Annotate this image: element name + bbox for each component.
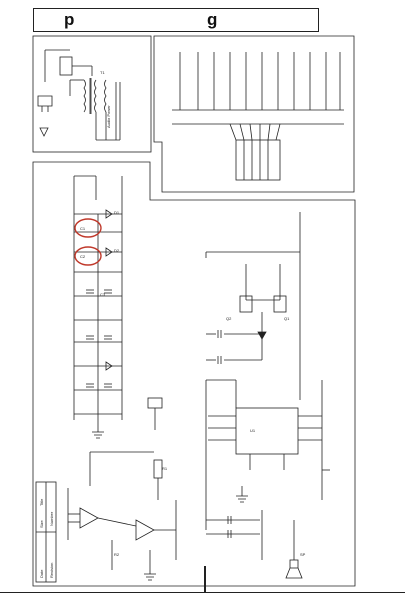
label-revision: Revision — [49, 563, 54, 578]
highlight-circle-c1 — [74, 218, 102, 238]
label-t1: T1 — [100, 70, 105, 75]
header-box: p g — [33, 8, 319, 32]
bottom-rule — [0, 592, 405, 593]
label-u1: U1 — [250, 428, 256, 433]
transformer-panel — [32, 35, 152, 153]
main-board-outline — [32, 161, 356, 587]
opamp-2-symbol — [135, 519, 155, 541]
opamp-1-symbol — [79, 507, 99, 529]
amplifier-ic — [235, 407, 299, 455]
ac-plug-icon — [37, 95, 53, 112]
connector-panel — [153, 35, 355, 193]
transformer-symbol — [83, 78, 107, 114]
label-c1: C1 — [80, 226, 86, 231]
bottom-tick-mark — [204, 566, 206, 592]
highlight-circle-c2 — [74, 246, 102, 266]
label-c2: C2 — [80, 254, 86, 259]
header-right-text: g — [207, 10, 218, 29]
label-speaker: SP — [300, 552, 306, 557]
rail-connector — [147, 397, 163, 409]
label-d2: D2 — [114, 248, 120, 253]
label-r2: R2 — [114, 552, 120, 557]
title-block — [35, 481, 57, 583]
label-size: Size — [39, 519, 44, 528]
ground-triangle-icon — [39, 127, 49, 137]
fuse — [59, 56, 73, 76]
label-date: Date — [39, 569, 44, 578]
label-title: Title — [39, 498, 44, 506]
label-q1: Q1 — [284, 316, 290, 321]
header-left-text: p — [64, 10, 75, 29]
label-number: Number — [49, 511, 54, 526]
amplifier-section — [205, 212, 330, 530]
label-q2: Q2 — [226, 316, 232, 321]
label-d1: D1 — [114, 210, 120, 215]
power-rail-column — [73, 175, 123, 439]
label-r1: R1 — [162, 466, 168, 471]
label-c3: C3 — [100, 292, 106, 297]
speaker-icon — [285, 520, 303, 579]
connector-bus — [172, 52, 344, 181]
opamp-section — [67, 451, 263, 581]
label-power-supply: Audio Power — [106, 105, 111, 128]
